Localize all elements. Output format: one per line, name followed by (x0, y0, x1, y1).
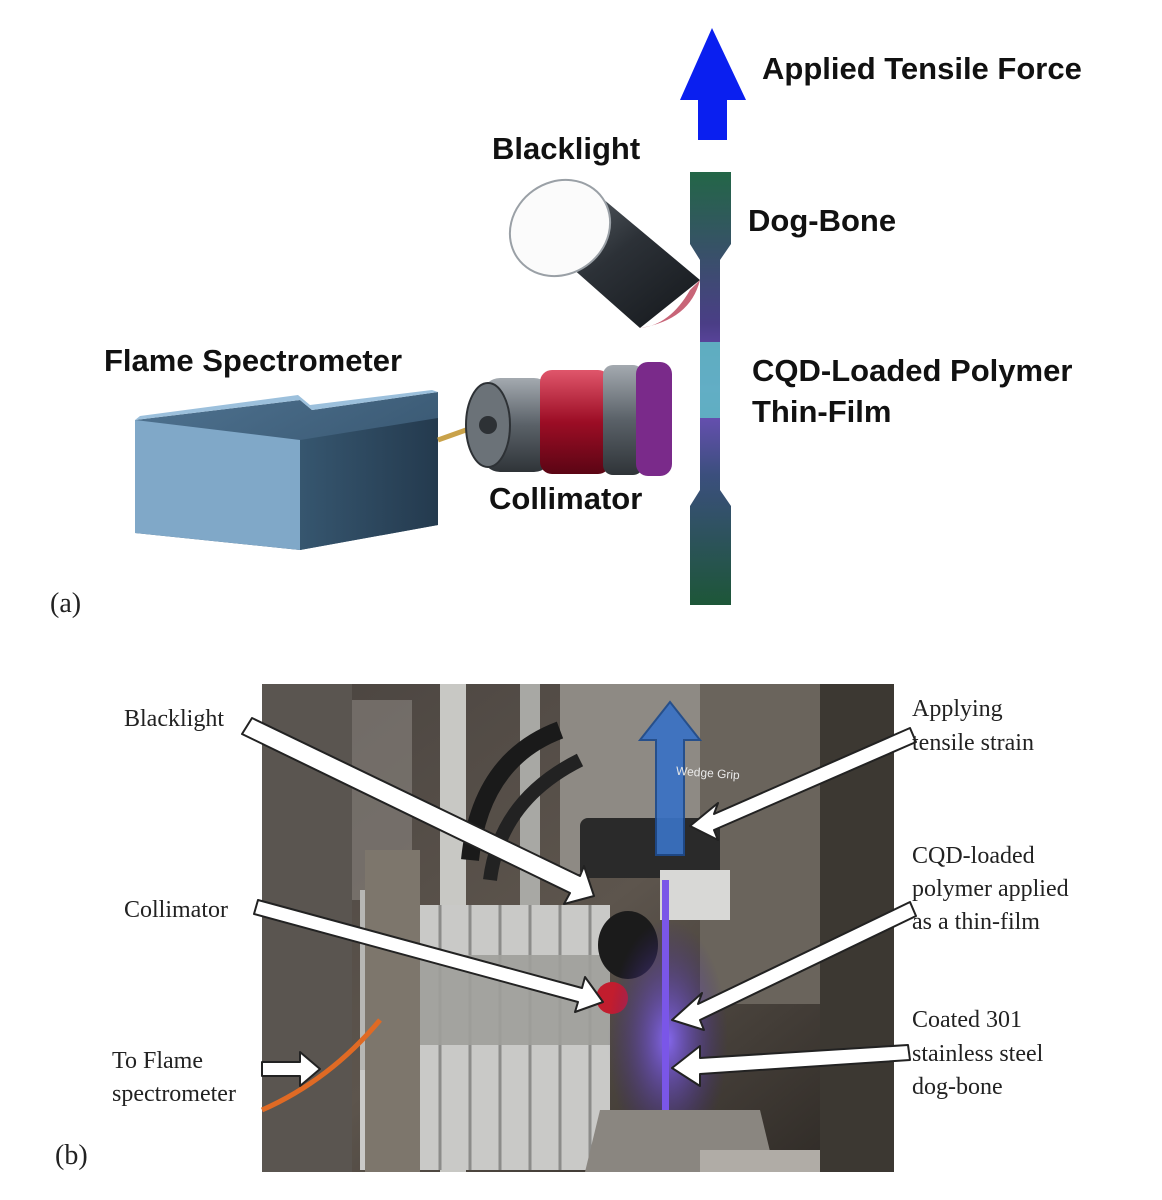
blacklight-lamp (508, 178, 700, 328)
label-cqd-polymer-line1: CQD-Loaded Polymer (752, 353, 1073, 388)
label-b-tensile-strain: tensile strain (912, 730, 1034, 756)
label-b-blacklight: Blacklight (124, 706, 224, 732)
tensile-force-arrow (680, 28, 746, 140)
label-b-spectrometer: spectrometer (112, 1081, 236, 1107)
label-b-coated-line1: Coated 301 (912, 1007, 1022, 1033)
panel-tag-a: (a) (50, 588, 82, 619)
label-b-collimator: Collimator (124, 897, 228, 923)
label-b-coated-line3: dog-bone (912, 1074, 1003, 1100)
collimator-device (465, 362, 672, 476)
label-b-applying: Applying (912, 696, 1003, 722)
label-b-cqd-line3: as a thin-film (912, 909, 1040, 935)
callout-arrow-coated (671, 1044, 911, 1087)
label-b-cqd-line2: polymer applied (912, 876, 1069, 902)
label-blacklight: Blacklight (492, 131, 641, 166)
callout-arrow-blacklight (241, 717, 595, 905)
label-collimator: Collimator (489, 481, 643, 516)
callout-arrow-cqd (671, 901, 917, 1031)
label-b-cqd-line1: CQD-loaded (912, 843, 1035, 869)
label-b-to-flame: To Flame (112, 1048, 203, 1074)
cqd-thin-film (700, 342, 720, 418)
label-b-coated-line2: stainless steel (912, 1041, 1044, 1067)
callout-arrow-strain (689, 727, 917, 841)
callout-arrow-collimator (253, 899, 604, 1013)
label-flame-spectrometer: Flame Spectrometer (104, 343, 403, 378)
photo-tensile-arrow (637, 700, 703, 856)
callout-arrow-spectrometer (261, 1051, 321, 1087)
label-cqd-polymer-line2: Thin-Film (752, 394, 892, 429)
panel-tag-b: (b) (55, 1140, 88, 1171)
label-applied-tensile-force: Applied Tensile Force (762, 51, 1082, 86)
flame-spectrometer-box (135, 390, 438, 550)
label-dog-bone: Dog-Bone (748, 203, 897, 238)
